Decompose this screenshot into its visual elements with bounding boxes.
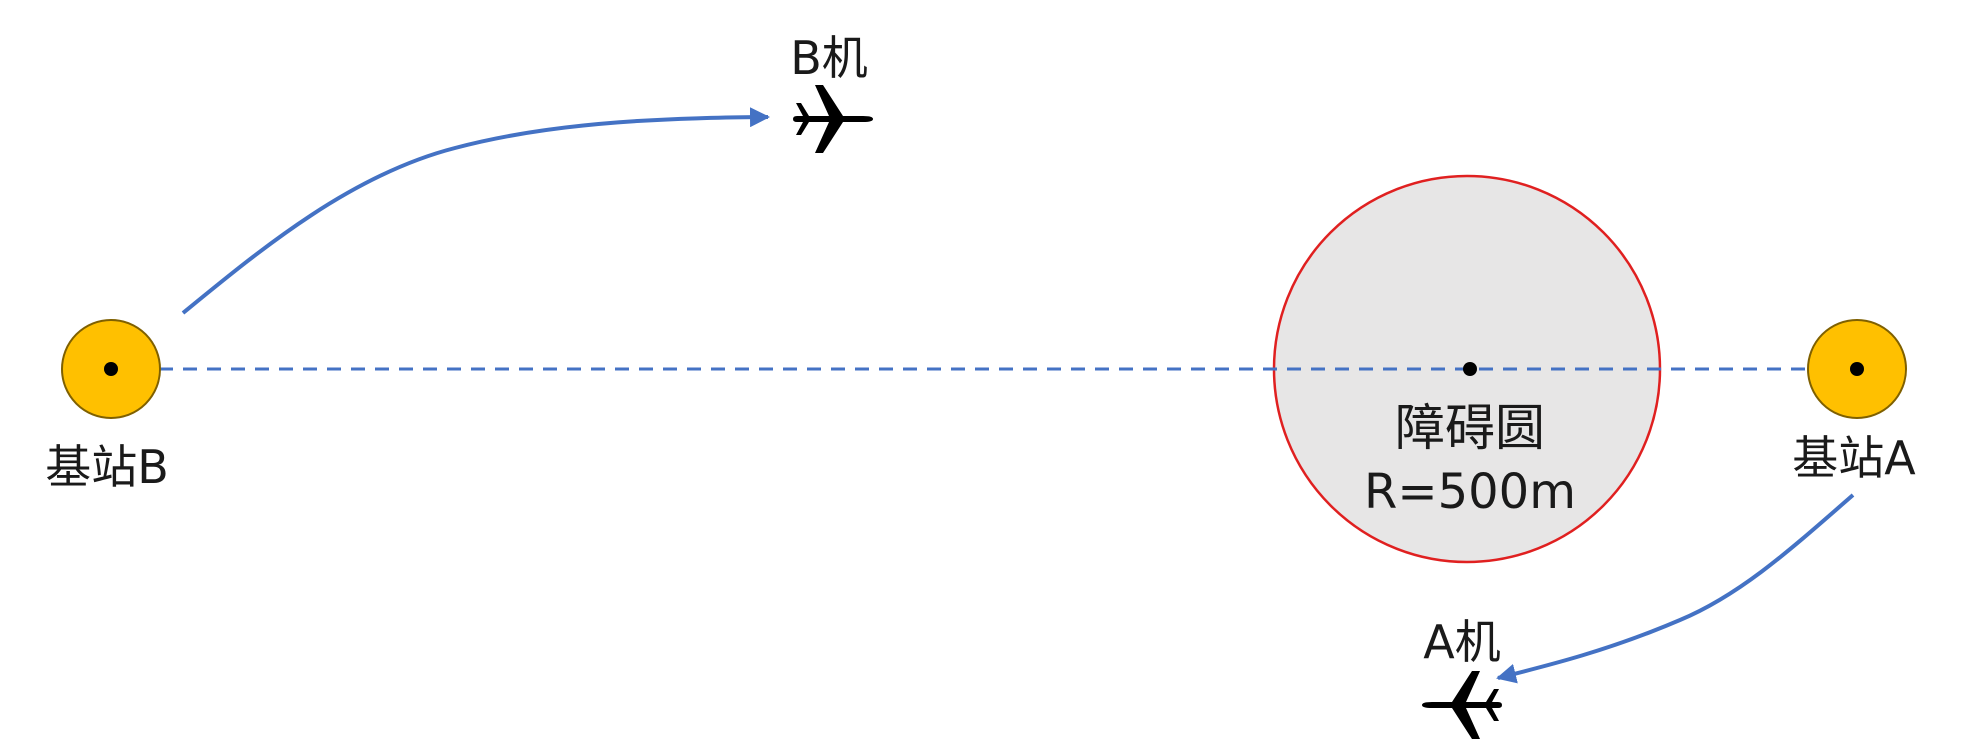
flight-path-a [1496, 493, 1855, 684]
plane-b-label: B机 [790, 31, 868, 85]
obstacle-center-dot [1463, 362, 1477, 376]
airplane-icon [793, 85, 873, 153]
station-b [61, 319, 161, 419]
station-center-dot [104, 362, 118, 376]
obstacle-radius-label: R=500m [1364, 464, 1576, 520]
flight-path-b [181, 107, 770, 315]
obstacle-name-label: 障碍圆 [1395, 399, 1545, 457]
station-center-dot [1850, 362, 1864, 376]
station-a [1807, 319, 1907, 419]
station-a-label: 基站A [1792, 431, 1916, 485]
plane-a-label: A机 [1423, 615, 1500, 669]
station-b-label: 基站B [45, 440, 169, 494]
airplane-icon [1422, 671, 1502, 739]
